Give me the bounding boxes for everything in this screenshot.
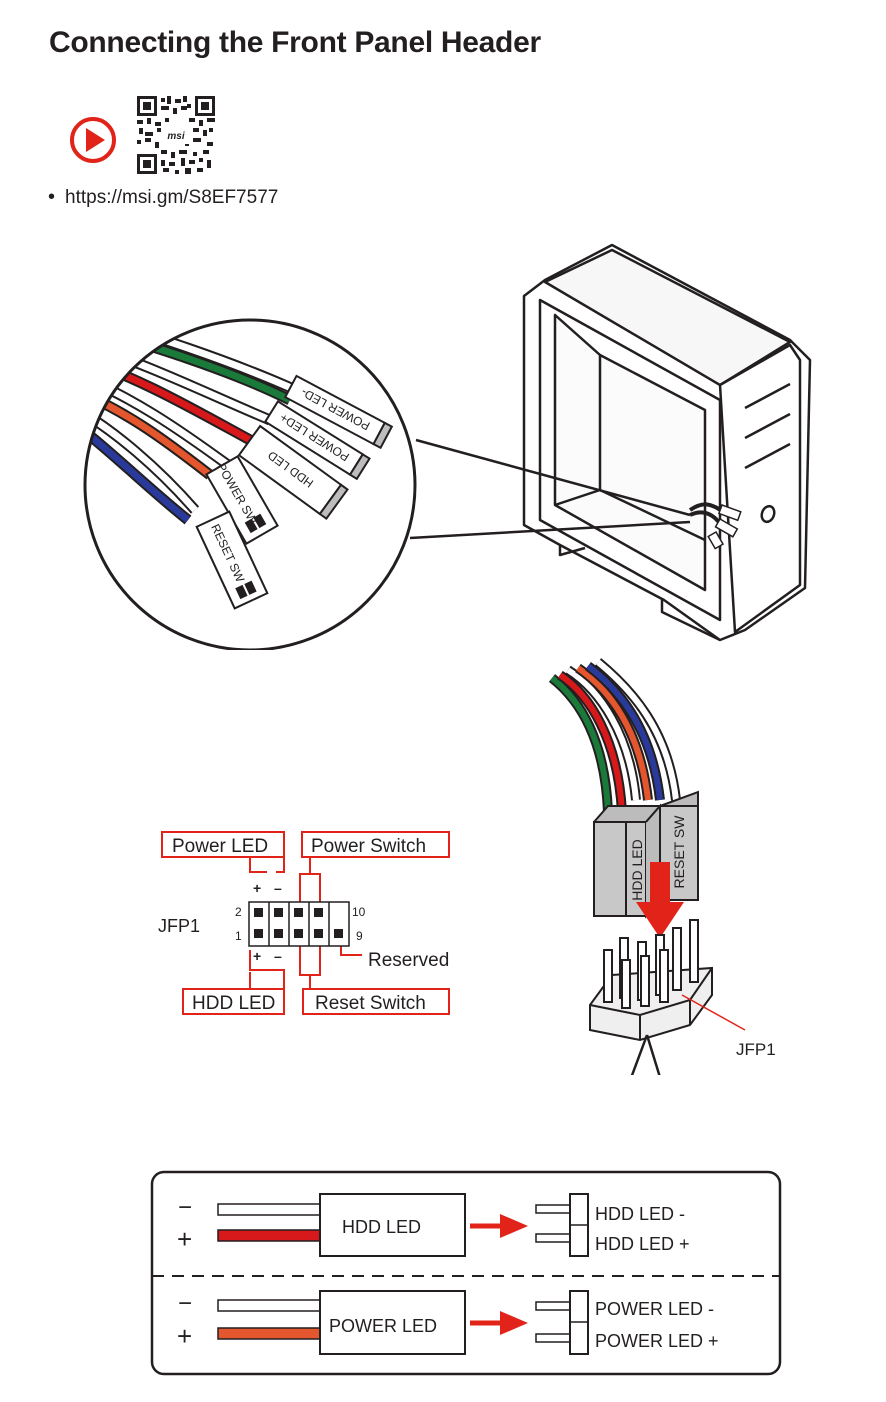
legend-box: − + HDD LED HDD LED - HDD LED + − + POWE… <box>150 1170 782 1376</box>
header-pins <box>603 919 699 1009</box>
pc-case <box>522 243 812 642</box>
svg-text:+: + <box>177 1224 192 1254</box>
label-box-reset-switch <box>302 988 450 1015</box>
svg-text:+: + <box>177 1321 192 1351</box>
video-link[interactable]: https://msi.gm/S8EF7577 <box>65 186 279 208</box>
qr-code-icon[interactable]: msi <box>137 96 215 174</box>
svg-text:HDD LED +: HDD LED + <box>595 1234 690 1254</box>
svg-text:HDD LED: HDD LED <box>192 993 275 1014</box>
svg-text:POWER LED +: POWER LED + <box>595 1331 719 1351</box>
svg-text:9: 9 <box>356 929 363 943</box>
svg-text:Power LED: Power LED <box>172 836 268 857</box>
video-link-row: • https://msi.gm/S8EF7577 <box>48 186 278 209</box>
qr-logo: msi <box>167 131 184 142</box>
svg-text:+: + <box>253 948 261 964</box>
plug-label-hdd-led: HDD LED <box>629 839 645 900</box>
case-illustration: POWER LED- POWER LED+ HDD LED POWER SW R… <box>83 243 812 650</box>
svg-text:POWER LED: POWER LED <box>329 1316 437 1336</box>
svg-text:1: 1 <box>235 929 242 943</box>
plug-header-illustration: HDD LED RESET SW JFP1 <box>548 658 776 1075</box>
svg-text:–: – <box>274 880 282 896</box>
svg-text:–: – <box>274 948 282 964</box>
svg-text:POWER LED -: POWER LED - <box>595 1299 714 1319</box>
pin-squares <box>254 908 343 938</box>
label-box-hdd-led <box>182 988 285 1015</box>
page-title: Connecting the Front Panel Header <box>49 26 541 59</box>
bullet: • <box>48 186 56 208</box>
svg-text:−: − <box>178 1194 192 1221</box>
play-circle-icon[interactable] <box>68 115 118 165</box>
svg-text:Reset Switch: Reset Switch <box>315 993 426 1014</box>
legend-hdd-row: − + HDD LED HDD LED - HDD LED + <box>177 1193 690 1257</box>
case-connector-bundle <box>688 502 742 550</box>
svg-text:2: 2 <box>235 905 242 919</box>
plug-label-reset-sw: RESET SW <box>671 815 687 889</box>
arrow-right-icon <box>500 1214 528 1238</box>
label-box-power-switch <box>301 831 450 858</box>
jfp1-pinout-diagram: Power LED Power Switch HDD LED Reset Swi… <box>158 831 450 1015</box>
svg-text:Reserved: Reserved <box>368 950 449 971</box>
svg-text:+: + <box>253 880 261 896</box>
insert-arrow-icon <box>636 862 684 938</box>
header-label: JFP1 <box>736 1040 776 1059</box>
svg-text:10: 10 <box>352 905 366 919</box>
svg-text:Power Switch: Power Switch <box>311 836 426 857</box>
arrow-right-icon <box>500 1311 528 1335</box>
svg-text:HDD LED -: HDD LED - <box>595 1204 685 1224</box>
svg-text:−: − <box>178 1290 192 1317</box>
svg-text:HDD LED: HDD LED <box>342 1217 421 1237</box>
svg-text:JFP1: JFP1 <box>158 916 200 936</box>
label-box-power-led <box>161 831 285 858</box>
legend-power-row: − + POWER LED POWER LED - POWER LED + <box>177 1290 719 1355</box>
